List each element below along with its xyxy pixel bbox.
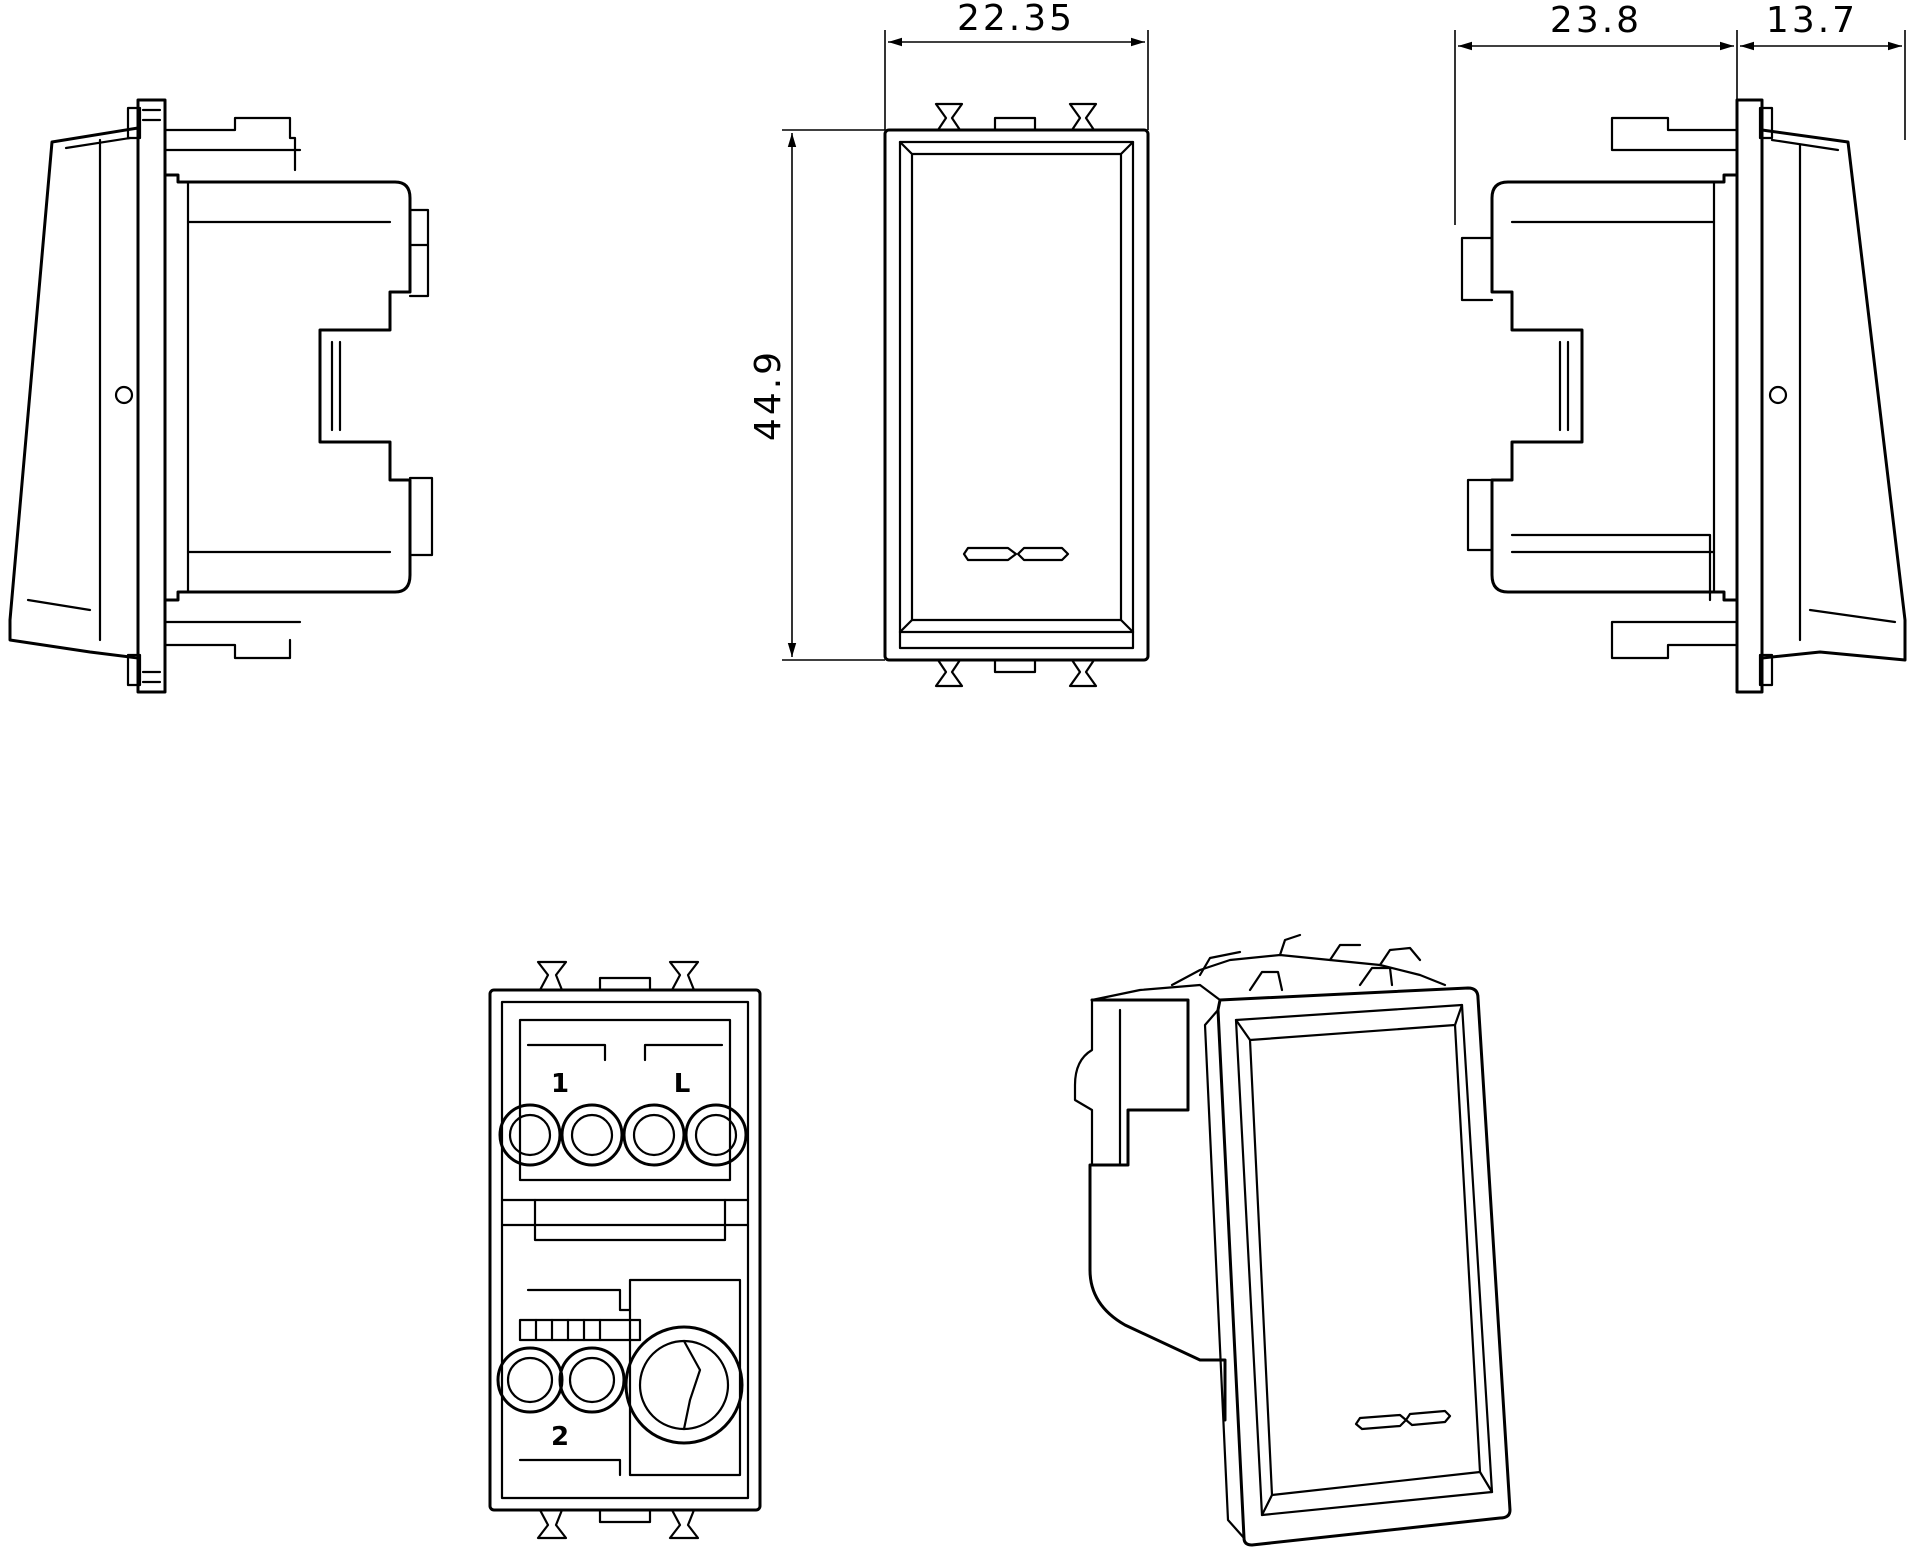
left-side-view bbox=[8, 98, 434, 694]
iso-led-indicator bbox=[1354, 1409, 1452, 1431]
terminal-label-1: 1 bbox=[551, 1069, 569, 1099]
right-side-view: 23.8 13.7 bbox=[1454, 0, 1907, 694]
mechanism-circle bbox=[624, 1325, 744, 1445]
led-indicator bbox=[962, 546, 1070, 562]
dimension-height-label: 44.9 bbox=[748, 349, 789, 441]
rear-view: 1 L 2 bbox=[488, 960, 762, 1540]
front-view: 22.35 44.9 bbox=[748, 0, 1150, 688]
dimension-body-depth-label: 23.8 bbox=[1550, 0, 1642, 41]
dimension-cover-depth-label: 13.7 bbox=[1766, 0, 1858, 41]
rocker-front-face bbox=[1216, 986, 1512, 1547]
terminal-holes-top bbox=[498, 1103, 748, 1167]
terminal-holes-bottom bbox=[496, 1346, 626, 1414]
terminal-label-L: L bbox=[674, 1069, 691, 1099]
terminal-label-2: 2 bbox=[551, 1422, 569, 1452]
dimension-width-label: 22.35 bbox=[957, 0, 1075, 39]
isometric-view bbox=[1073, 933, 1512, 1547]
